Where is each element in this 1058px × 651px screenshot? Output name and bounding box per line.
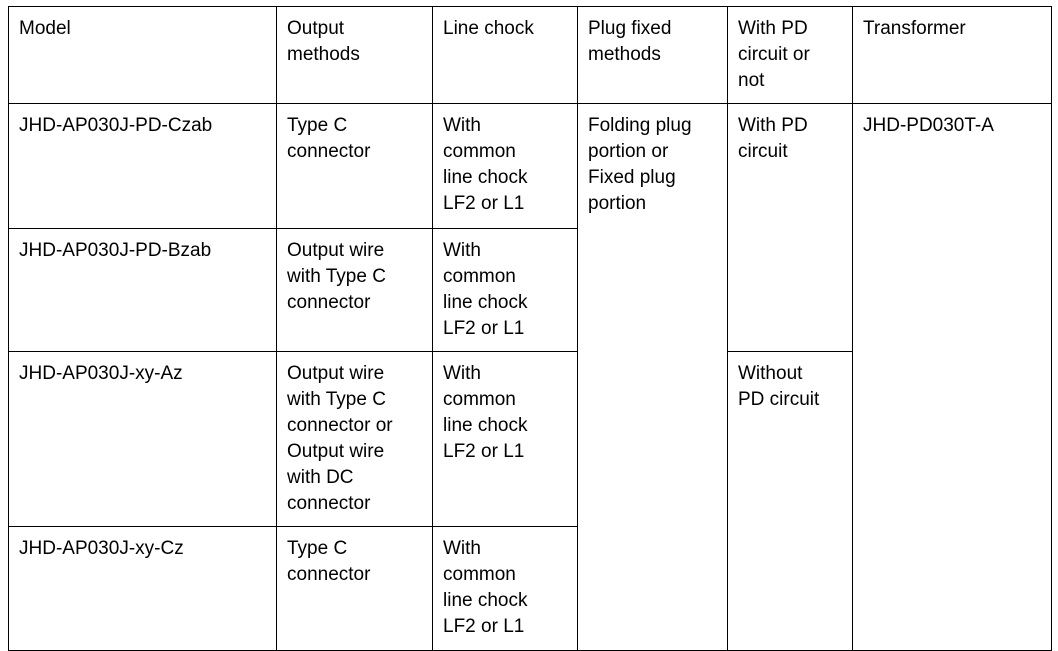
column-header-plug-fixed-methods: Plug fixed methods (577, 6, 728, 104)
column-header-line-chock: Line chock (432, 6, 578, 104)
table-row: JHD-AP030J-xy-Cz Type C connector With c… (8, 526, 1052, 651)
cell-line-chock: With common line chock LF2 or L1 (432, 103, 578, 229)
column-header-model: Model (8, 6, 277, 104)
cell-pd-circuit-with-merged: With PD circuit (727, 103, 853, 352)
cell-output-methods-value: Type C connector (287, 538, 371, 585)
spec-table-container: Model Output methods Line chock Plug fix… (8, 6, 1052, 651)
cell-model: JHD-AP030J-xy-Cz (8, 526, 277, 651)
cell-pd-circuit-without-value: Without PD circuit (738, 363, 820, 410)
cell-transformer-value: JHD-PD030T-A (863, 115, 994, 136)
cell-line-chock-value: With common line chock LF2 or L1 (443, 363, 528, 462)
cell-output-methods-value: Output wire with Type C connector or Out… (287, 363, 393, 514)
cell-line-chock-value: With common line chock LF2 or L1 (443, 538, 528, 637)
column-header-line-chock-label: Line chock (443, 18, 534, 39)
model-specification-table: Model Output methods Line chock Plug fix… (8, 6, 1052, 651)
column-header-transformer: Transformer (852, 6, 1052, 104)
column-header-model-label: Model (19, 18, 71, 39)
cell-model: JHD-AP030J-xy-Az (8, 351, 277, 527)
cell-plug-fixed-methods-merged: Folding plug portion or Fixed plug porti… (577, 103, 728, 651)
cell-output-methods: Output wire with Type C connector or Out… (276, 351, 433, 527)
cell-pd-circuit-with-value: With PD circuit (738, 115, 808, 162)
cell-model-value: JHD-AP030J-xy-Az (19, 363, 183, 384)
cell-model: JHD-AP030J-PD-Bzab (8, 228, 277, 352)
table-row: JHD-AP030J-xy-Az Output wire with Type C… (8, 351, 1052, 651)
cell-line-chock: With common line chock LF2 or L1 (432, 228, 578, 352)
cell-line-chock: With common line chock LF2 or L1 (432, 351, 578, 527)
cell-output-methods: Type C connector (276, 103, 433, 229)
column-header-pd-circuit-label: With PD circuit or not (738, 18, 810, 91)
cell-line-chock-value: With common line chock LF2 or L1 (443, 115, 528, 214)
column-header-output-methods: Output methods (276, 6, 433, 104)
cell-output-methods-value: Type C connector (287, 115, 371, 162)
cell-output-methods: Type C connector (276, 526, 433, 651)
cell-model-value: JHD-AP030J-PD-Bzab (19, 240, 212, 261)
cell-model-value: JHD-AP030J-xy-Cz (19, 538, 184, 559)
cell-line-chock: With common line chock LF2 or L1 (432, 526, 578, 651)
table-row: JHD-AP030J-PD-Bzab Output wire with Type… (8, 228, 1052, 352)
column-header-output-methods-label: Output methods (287, 18, 360, 65)
column-header-transformer-label: Transformer (863, 18, 966, 39)
cell-output-methods: Output wire with Type C connector (276, 228, 433, 352)
table-row: JHD-AP030J-PD-Czab Type C connector With… (8, 103, 1052, 651)
column-header-pd-circuit: With PD circuit or not (727, 6, 853, 104)
cell-output-methods-value: Output wire with Type C connector (287, 240, 386, 313)
cell-model-value: JHD-AP030J-PD-Czab (19, 115, 213, 136)
cell-plug-fixed-methods-value: Folding plug portion or Fixed plug porti… (588, 115, 692, 214)
cell-pd-circuit-without-merged: Without PD circuit (727, 351, 853, 651)
table-header-row: Model Output methods Line chock Plug fix… (8, 6, 1052, 104)
cell-line-chock-value: With common line chock LF2 or L1 (443, 240, 528, 339)
cell-transformer-merged: JHD-PD030T-A (852, 103, 1052, 651)
cell-model: JHD-AP030J-PD-Czab (8, 103, 277, 229)
column-header-plug-fixed-methods-label: Plug fixed methods (588, 18, 672, 65)
